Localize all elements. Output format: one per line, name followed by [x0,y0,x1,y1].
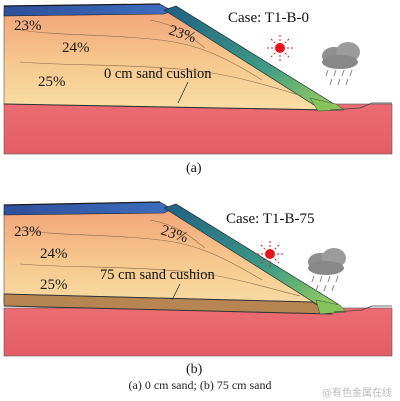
slope-toe [315,299,347,315]
rain-cloud-icon [322,42,360,86]
sand-cushion-label: 0 cm sand cushion [104,66,212,82]
ground-surface [329,102,392,111]
panel-label: (a) [186,161,202,176]
panel-b: 23% 24% 25% 23% 75 cm sand cushion Case:… [3,201,393,377]
contour-label-24: 24% [62,40,90,56]
watermark: @有色金属在线 [322,388,392,399]
slope-toe [309,97,345,112]
cushion-top-line [3,293,313,303]
rain-cloud-icon [308,248,346,292]
contour-label-25: 25% [40,277,68,293]
contour-line [19,263,301,297]
contour-label-23-left: 23% [14,224,42,240]
slope-cover-layer [163,203,339,311]
figure-caption: (a) 0 cm sand; (b) 75 cm sand [128,378,272,392]
case-label: Case: T1-B-0 [228,10,309,26]
contour-line [149,219,206,249]
contour-label-23-left: 23% [14,18,42,34]
foundation-layer [3,307,393,357]
contour-line [19,229,263,281]
top-cover-edge [3,201,161,206]
cushion-arrow [177,81,189,104]
top-cover-edge [3,3,161,7]
sand-cushion-label: 75 cm sand cushion [100,267,216,283]
contour-label-25: 25% [38,74,66,90]
base-line [3,305,333,315]
cushion-arrow [171,283,181,301]
contour-line [19,61,303,97]
foundation-layer [3,103,393,155]
sun-icon [267,35,293,61]
contour-line [149,19,206,49]
sun-icon [257,241,283,267]
panel-label: (b) [186,362,203,377]
contour-line [19,29,263,81]
panel-a: 23% 24% 25% 23% 0 cm sand cushion Case: … [3,3,393,176]
ground-surface [333,305,392,313]
case-label: Case: T1-B-75 [226,211,314,227]
contour-label-24: 24% [40,246,68,262]
base-line [3,103,331,111]
